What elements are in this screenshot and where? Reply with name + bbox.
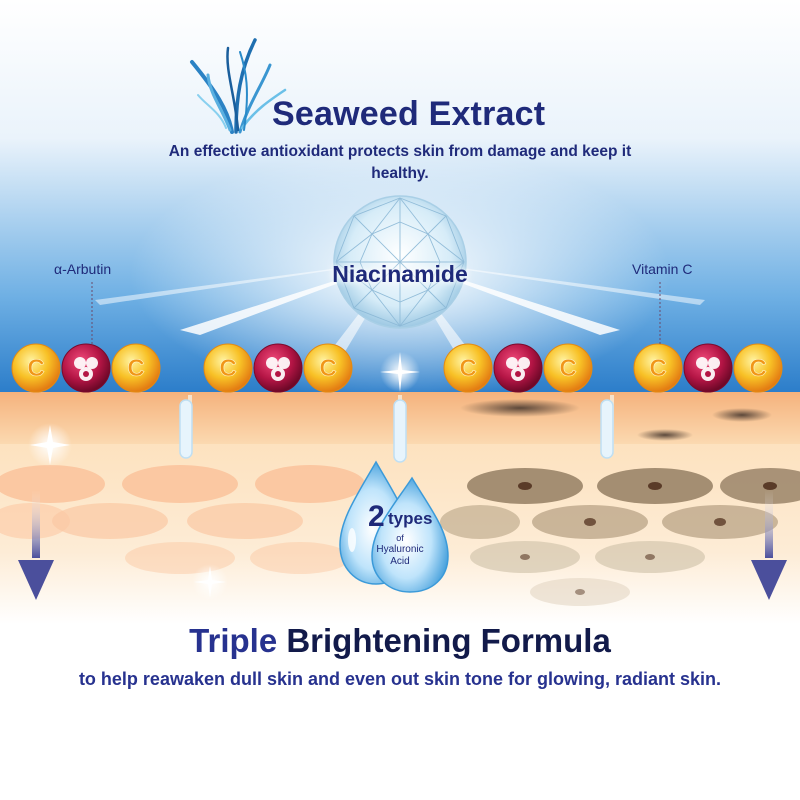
vitamin-c-letter: C: [749, 355, 766, 382]
seaweed-extract-title: Seaweed Extract: [272, 95, 546, 133]
sparkle-icon: [28, 423, 72, 467]
healthy-cells: [0, 465, 365, 574]
vitamin-c-molecule: C: [633, 343, 683, 393]
vitamin-c-letter: C: [127, 355, 144, 382]
formula-title-highlight: Triple: [189, 622, 278, 659]
arbutin-molecule: [61, 343, 111, 393]
sparkle-icon: [380, 352, 420, 392]
vitamin-c-letter: C: [319, 355, 336, 382]
drop-of-word: of: [396, 533, 404, 543]
vitamin-c-molecule: C: [443, 343, 493, 393]
niacinamide-label: Niacinamide: [332, 261, 468, 287]
vitamin-c-label: Vitamin C: [632, 261, 693, 277]
drop-types-word: types: [388, 509, 433, 528]
drop-number: 2: [368, 500, 385, 533]
sparkle-icon: [192, 564, 228, 600]
seaweed-extract-description: An effective antioxidant protects skin f…: [168, 143, 632, 182]
vitamin-c-molecule: C: [543, 343, 593, 393]
vitamin-c-molecule: C: [203, 343, 253, 393]
down-arrow-icon: [18, 490, 54, 600]
vitamin-c-molecule: C: [11, 343, 61, 393]
vitamin-c-letter: C: [27, 355, 44, 382]
vitamin-c-letter: C: [459, 355, 476, 382]
arbutin-label: α-Arbutin: [54, 261, 112, 277]
formula-description: to help reawaken dull skin and even out …: [78, 669, 722, 689]
vitamin-c-letter: C: [649, 355, 666, 382]
dark-spot: [637, 429, 693, 441]
down-arrow-icon: [751, 490, 787, 600]
vitamin-c-letter: C: [559, 355, 576, 382]
vitamin-c-molecule: C: [733, 343, 783, 393]
dark-spot: [712, 408, 772, 422]
dark-spot: [460, 399, 580, 417]
water-drop-icon: [339, 460, 449, 593]
pigmented-cells: [440, 468, 800, 606]
arbutin-molecule: [683, 343, 733, 393]
drop-hyaluronic-label: Hyaluronic: [376, 544, 424, 555]
vitamin-c-molecule: C: [303, 343, 353, 393]
seaweed-icon: [190, 38, 287, 134]
vitamin-c-letter: C: [219, 355, 236, 382]
vitamin-c-molecule: C: [111, 343, 161, 393]
formula-title: Triple Brightening Formula: [0, 622, 800, 660]
arbutin-molecule: [493, 343, 543, 393]
drop-acid-label: Acid: [390, 556, 410, 567]
pores: [179, 399, 614, 463]
arbutin-molecule: [253, 343, 303, 393]
diamond-icon: [333, 195, 467, 329]
formula-title-rest: Brightening Formula: [286, 622, 611, 659]
